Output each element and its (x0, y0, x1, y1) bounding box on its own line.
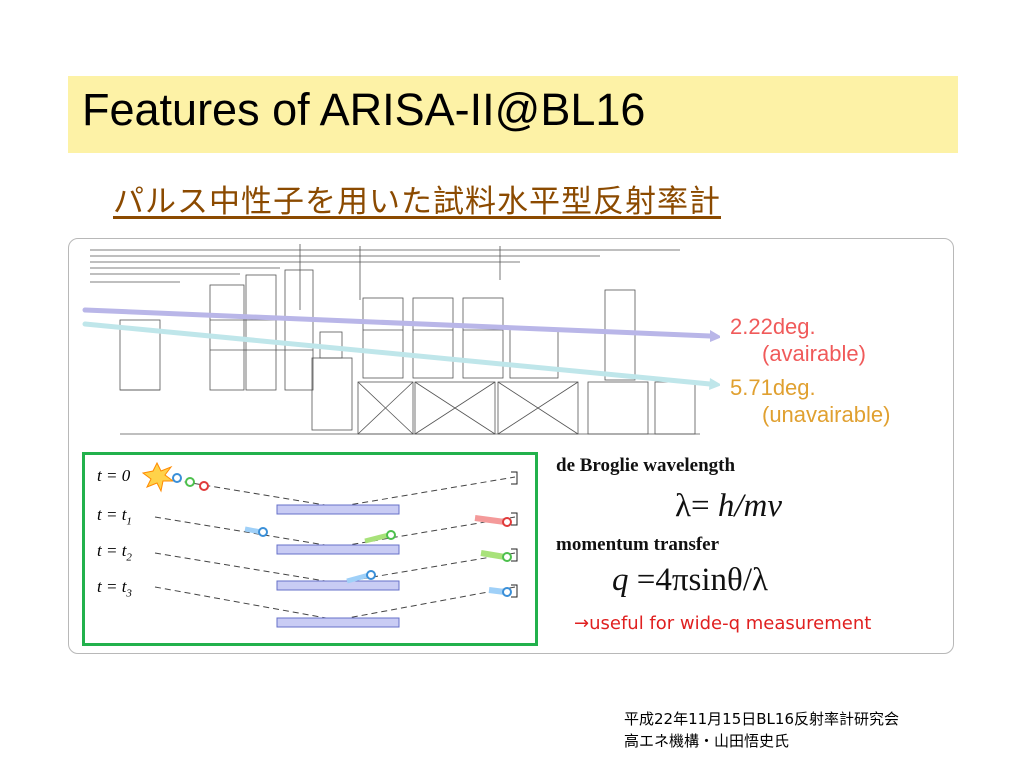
footer-credit: 平成22年11月15日BL16反射率計研究会 高エネ機構・山田悟史氏 (624, 708, 899, 752)
angle-2-note: (unavairable) (762, 402, 891, 427)
tof-diagram-graphic (141, 461, 518, 628)
slide-title: Features of ARISA-II@BL16 (82, 84, 646, 135)
tof-diagram: t = 0 t = t1 t = t2 t = t3 (82, 452, 538, 646)
momentum-formula: q =4πsinθ/λ (612, 562, 769, 598)
debroglie-formula: λ= h/mv (675, 488, 783, 524)
instrument-drawing (82, 244, 720, 435)
t1-label: t = t1 (97, 505, 132, 528)
angle-1-value: 2.22deg. (730, 314, 816, 339)
footer-line-1: 平成22年11月15日BL16反射率計研究会 (624, 710, 899, 728)
momentum-heading: momentum transfer (556, 534, 720, 555)
angle-label-2-22: 2.22deg. (avairable) (730, 313, 866, 367)
t0-label: t = 0 (97, 466, 131, 485)
debroglie-heading: de Broglie wavelength (556, 455, 736, 476)
angle-label-5-71: 5.71deg. (unavairable) (730, 374, 890, 428)
slide-subtitle: パルス中性子を用いた試料水平型反射率計 (113, 184, 721, 220)
useful-note: →useful for wide-q measurement (574, 613, 872, 634)
angle-1-note: (avairable) (762, 341, 866, 366)
angle-2-value: 5.71deg. (730, 375, 816, 400)
footer-line-2: 高エネ機構・山田悟史氏 (624, 732, 790, 750)
t2-label: t = t2 (97, 541, 132, 564)
title-bar: Features of ARISA-II@BL16 (68, 76, 958, 153)
t3-label: t = t3 (97, 577, 132, 600)
